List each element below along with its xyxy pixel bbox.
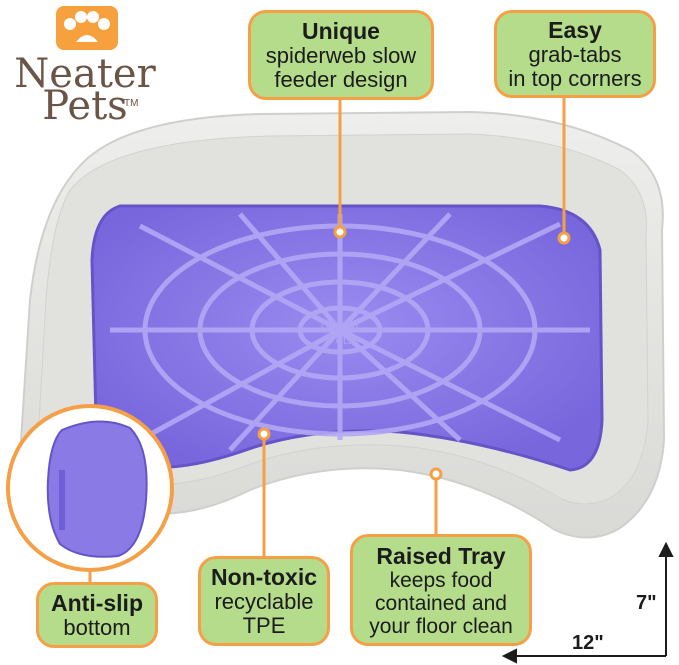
callout-unique-line2: feeder design: [274, 67, 408, 92]
embossed-logo-line1: Neater: [320, 316, 360, 331]
callout-unique: Unique spiderweb slow feeder design: [248, 10, 434, 100]
dot-unique: [333, 225, 347, 239]
callout-raised-tray-line2: contained and: [375, 591, 507, 615]
callout-unique-line1: spiderweb slow: [265, 43, 417, 68]
dim-width-label: 12": [572, 632, 604, 654]
logo-line1: Neater: [14, 51, 156, 97]
dim-width-arrowhead: [501, 648, 517, 664]
dot-raised-tray: [429, 467, 443, 481]
dim-height-arrowhead: [658, 541, 674, 557]
dot-non-toxic: [257, 427, 271, 441]
dot-easy: [557, 231, 571, 245]
paw-icon: [56, 6, 118, 50]
callout-raised-tray-line1: keeps food: [389, 568, 493, 592]
logo-trademark: TM: [124, 98, 139, 109]
callout-raised-tray-title: Raised Tray: [376, 542, 506, 569]
callout-unique-title: Unique: [302, 18, 380, 44]
callout-non-toxic-line1: recyclable: [214, 589, 314, 614]
callout-easy: Easy grab-tabs in top corners: [494, 10, 656, 98]
callout-raised-tray: Raised Tray keeps food contained and you…: [350, 534, 532, 646]
anti-slip-foot: [46, 420, 148, 558]
callout-easy-line1: grab-tabs: [528, 42, 622, 67]
dim-height-label: 7": [636, 592, 657, 614]
callout-anti-slip: Anti-slip bottom: [36, 582, 158, 648]
callout-non-toxic: Non-toxic recyclable TPE: [198, 556, 330, 646]
callout-easy-line2: in top corners: [508, 66, 642, 91]
callout-raised-tray-line3: your floor clean: [369, 614, 513, 638]
brand-logo: Neater Pets TM: [0, 0, 170, 128]
embossed-logo-line2: Pets: [327, 332, 354, 347]
callout-easy-title: Easy: [548, 17, 602, 43]
callout-anti-slip-title: Anti-slip: [51, 590, 143, 616]
callout-non-toxic-line2: TPE: [242, 613, 286, 638]
callout-anti-slip-line1: bottom: [63, 615, 131, 640]
logo-line2: Pets: [42, 83, 128, 129]
callout-non-toxic-title: Non-toxic: [210, 564, 318, 590]
